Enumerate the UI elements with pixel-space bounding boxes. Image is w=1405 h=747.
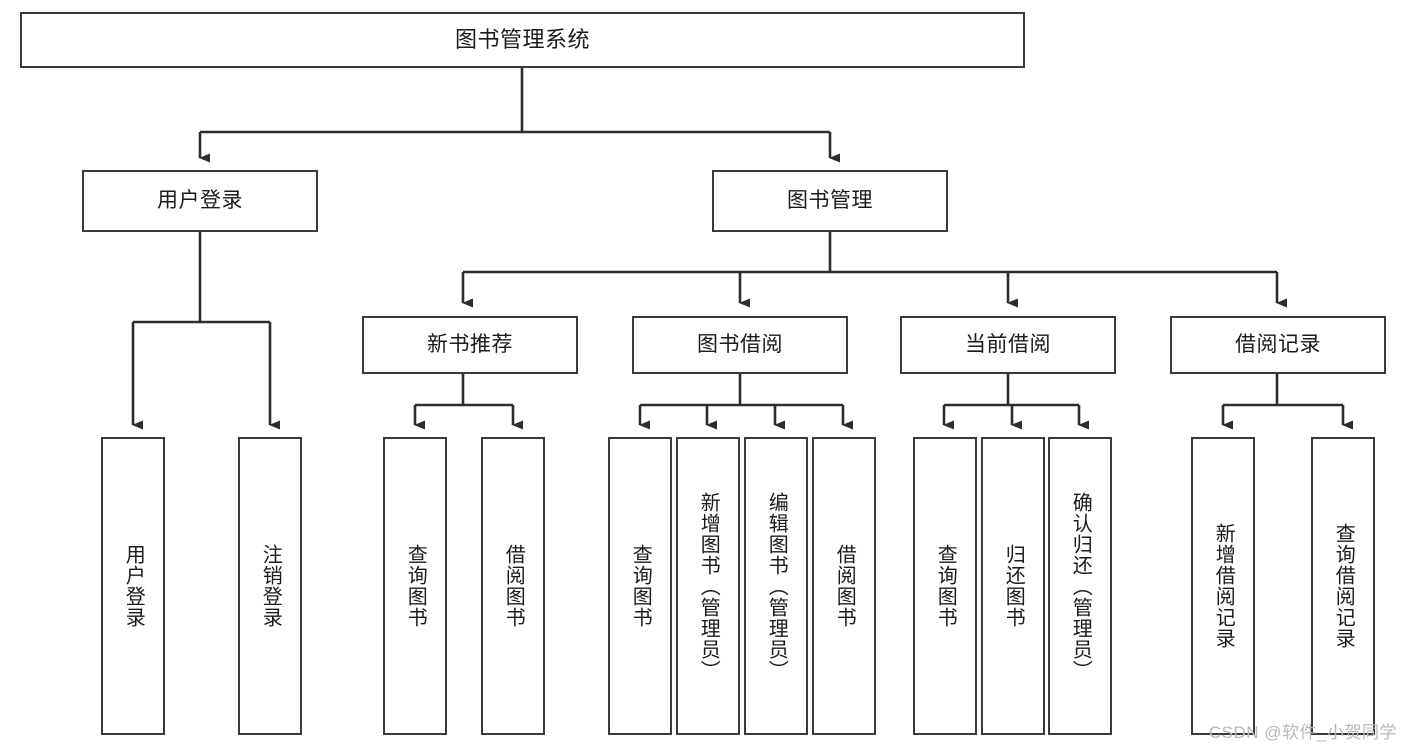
node-leaf-borrow-book-1-label: 借阅图书 xyxy=(502,544,525,628)
node-leaf-return-book-label: 归还图书 xyxy=(1002,544,1025,628)
node-leaf-query-book-3-label: 查询图书 xyxy=(934,544,957,628)
node-user-login-label: 用户登录 xyxy=(157,188,243,212)
node-leaf-confirm-return-label: 确认归还（管理员） xyxy=(1069,491,1092,681)
node-leaf-query-book-1-label: 查询图书 xyxy=(404,544,427,628)
node-leaf-query-book-2-label: 查询图书 xyxy=(629,544,652,628)
node-leaf-return-book[interactable]: 归还图书 xyxy=(981,437,1045,735)
node-leaf-user-login-label: 用户登录 xyxy=(122,544,145,628)
node-leaf-edit-book[interactable]: 编辑图书（管理员） xyxy=(744,437,808,735)
node-leaf-user-login[interactable]: 用户登录 xyxy=(101,437,165,735)
node-leaf-add-book-label: 新增图书（管理员） xyxy=(697,491,720,681)
node-new-book-rec-label: 新书推荐 xyxy=(427,332,513,356)
node-borrow-record-label: 借阅记录 xyxy=(1235,332,1321,356)
node-leaf-query-record-label: 查询借阅记录 xyxy=(1332,523,1355,649)
node-leaf-add-record-label: 新增借阅记录 xyxy=(1212,523,1235,649)
node-leaf-query-book-1[interactable]: 查询图书 xyxy=(383,437,447,735)
node-user-login[interactable]: 用户登录 xyxy=(82,170,318,232)
node-borrow-record[interactable]: 借阅记录 xyxy=(1170,316,1386,374)
node-leaf-logout-label: 注销登录 xyxy=(259,544,282,628)
node-leaf-query-book-3[interactable]: 查询图书 xyxy=(913,437,977,735)
node-leaf-query-book-2[interactable]: 查询图书 xyxy=(608,437,672,735)
node-leaf-confirm-return[interactable]: 确认归还（管理员） xyxy=(1048,437,1112,735)
node-book-manage[interactable]: 图书管理 xyxy=(712,170,948,232)
node-book-manage-label: 图书管理 xyxy=(787,188,873,212)
node-root-system[interactable]: 图书管理系统 xyxy=(20,12,1025,68)
node-leaf-borrow-book-2-label: 借阅图书 xyxy=(833,544,856,628)
node-current-borrow[interactable]: 当前借阅 xyxy=(900,316,1116,374)
node-new-book-rec[interactable]: 新书推荐 xyxy=(362,316,578,374)
node-leaf-borrow-book-2[interactable]: 借阅图书 xyxy=(812,437,876,735)
node-leaf-borrow-book-1[interactable]: 借阅图书 xyxy=(481,437,545,735)
node-current-borrow-label: 当前借阅 xyxy=(965,332,1051,356)
node-leaf-edit-book-label: 编辑图书（管理员） xyxy=(765,491,788,681)
node-root-system-label: 图书管理系统 xyxy=(454,27,590,53)
node-leaf-logout[interactable]: 注销登录 xyxy=(238,437,302,735)
node-leaf-add-record[interactable]: 新增借阅记录 xyxy=(1191,437,1255,735)
node-leaf-add-book[interactable]: 新增图书（管理员） xyxy=(676,437,740,735)
node-book-borrow-label: 图书借阅 xyxy=(697,332,783,356)
node-book-borrow[interactable]: 图书借阅 xyxy=(632,316,848,374)
node-leaf-query-record[interactable]: 查询借阅记录 xyxy=(1311,437,1375,735)
